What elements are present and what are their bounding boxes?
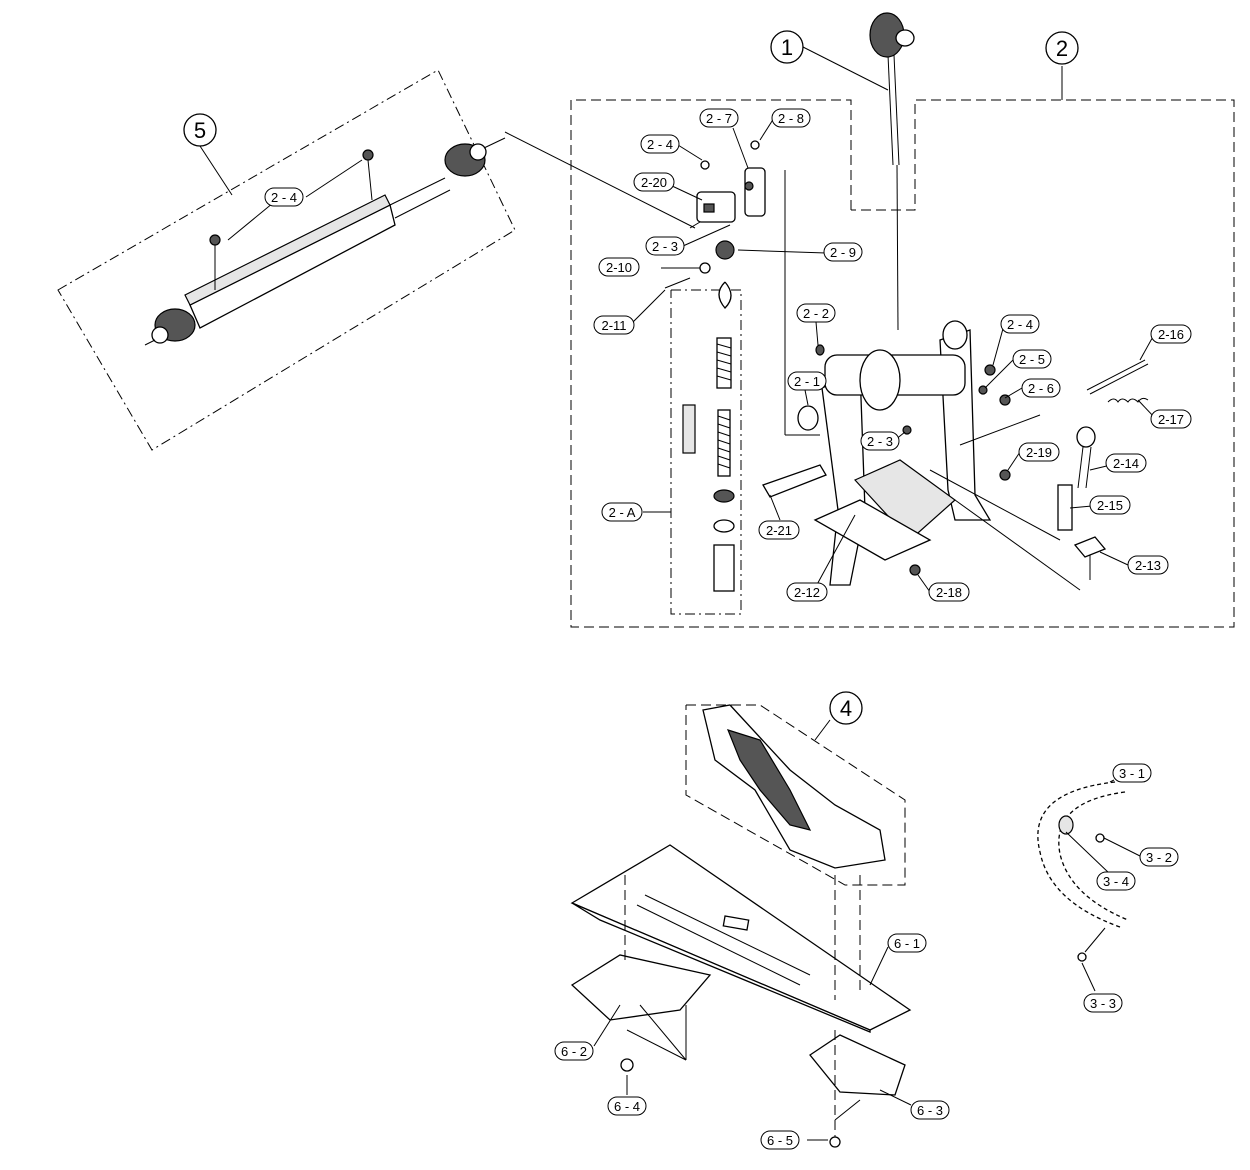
svg-text:2 - 8: 2 - 8	[778, 111, 804, 126]
pedal-frame	[762, 170, 1149, 591]
svg-text:2 - 4: 2 - 4	[647, 137, 673, 152]
svg-text:2-14: 2-14	[1113, 456, 1139, 471]
part-label-6-5: 6 - 5	[760, 1130, 800, 1150]
part-label-2-18: 2-18	[928, 582, 970, 602]
part-label-2-12: 2-12	[786, 582, 828, 602]
part-label-3-3: 3 - 3	[1083, 993, 1123, 1013]
svg-text:2-18: 2-18	[936, 585, 962, 600]
part-label-2-19: 2-19	[1018, 442, 1060, 462]
part-label-2-11: 2-11	[593, 315, 635, 335]
svg-text:2-15: 2-15	[1097, 498, 1123, 513]
part-label-2-13: 2-13	[1127, 555, 1169, 575]
svg-text:6 - 2: 6 - 2	[561, 1044, 587, 1059]
svg-text:2 - 7: 2 - 7	[706, 111, 732, 126]
svg-text:3 - 1: 3 - 1	[1119, 766, 1145, 781]
svg-text:2-12: 2-12	[794, 585, 820, 600]
svg-text:2-10: 2-10	[606, 260, 632, 275]
base-plates	[570, 844, 912, 1148]
svg-text:2 - 4: 2 - 4	[1007, 317, 1033, 332]
part-label-2-4-frame: 2 - 4	[1000, 314, 1040, 334]
svg-text:2 - 4: 2 - 4	[271, 190, 297, 205]
hub-and-spring-parts	[664, 140, 766, 592]
svg-text:3 - 4: 3 - 4	[1103, 874, 1129, 889]
part-label-2-3-top: 2 - 3	[645, 236, 685, 256]
part-label-2-1: 2 - 1	[787, 371, 827, 391]
svg-text:3 - 2: 3 - 2	[1146, 850, 1172, 865]
part-label-6-3: 6 - 3	[910, 1100, 950, 1120]
svg-text:2: 2	[1056, 36, 1068, 61]
part-label-2-21: 2-21	[758, 520, 800, 540]
part-label-6-2: 6 - 2	[554, 1041, 594, 1061]
part-label-2-20: 2-20	[633, 172, 675, 192]
svg-text:2-19: 2-19	[1026, 445, 1052, 460]
part-label-2-2: 2 - 2	[796, 303, 836, 323]
part-label-2-10: 2-10	[598, 257, 640, 277]
svg-text:2-13: 2-13	[1135, 558, 1161, 573]
group-number-1: 1	[770, 30, 804, 64]
part-label-6-1: 6 - 1	[887, 933, 927, 953]
group-number-2: 2	[1045, 31, 1079, 65]
part-label-3-4: 3 - 4	[1096, 871, 1136, 891]
svg-text:2 - 3: 2 - 3	[652, 239, 678, 254]
svg-text:4: 4	[840, 696, 852, 721]
svg-text:6 - 1: 6 - 1	[894, 936, 920, 951]
part-label-2-A: 2 - A	[601, 502, 643, 522]
svg-text:5: 5	[194, 118, 206, 143]
beater-part-1	[869, 12, 915, 331]
part-label-3-2: 3 - 2	[1139, 847, 1179, 867]
svg-text:2-17: 2-17	[1158, 412, 1184, 427]
svg-text:2 - 1: 2 - 1	[794, 374, 820, 389]
group-number-4: 4	[829, 691, 863, 725]
svg-text:3 - 3: 3 - 3	[1090, 996, 1116, 1011]
svg-text:2 - 2: 2 - 2	[803, 306, 829, 321]
part-label-2-5: 2 - 5	[1012, 349, 1052, 369]
group-number-5: 5	[183, 113, 217, 147]
group-2-outline	[570, 99, 1235, 628]
svg-text:2 - 9: 2 - 9	[830, 245, 856, 260]
svg-text:2 - 3: 2 - 3	[867, 434, 893, 449]
svg-text:2-11: 2-11	[601, 318, 626, 333]
svg-text:1: 1	[781, 35, 793, 60]
part-label-2-14: 2-14	[1105, 453, 1147, 473]
group-4-footboard	[685, 704, 906, 886]
part-label-3-1: 3 - 1	[1112, 763, 1152, 783]
svg-text:2-21: 2-21	[766, 523, 792, 538]
part-label-6-4: 6 - 4	[607, 1096, 647, 1116]
svg-text:2-16: 2-16	[1158, 327, 1184, 342]
svg-text:6 - 3: 6 - 3	[917, 1103, 943, 1118]
group-5-drive-shaft-assembly	[57, 69, 701, 451]
svg-text:2-20: 2-20	[641, 175, 667, 190]
part-label-2-17: 2-17	[1150, 409, 1192, 429]
part-label-2-6: 2 - 6	[1021, 378, 1061, 398]
svg-text:2 - 5: 2 - 5	[1019, 352, 1045, 367]
svg-text:2 - 6: 2 - 6	[1028, 381, 1054, 396]
svg-text:2 - A: 2 - A	[609, 505, 636, 520]
part-label-2-16: 2-16	[1150, 324, 1192, 344]
svg-text:6 - 5: 6 - 5	[767, 1133, 793, 1148]
part-label-2-15: 2-15	[1089, 495, 1131, 515]
svg-text:6 - 4: 6 - 4	[614, 1099, 640, 1114]
part-label-2-8: 2 - 8	[771, 108, 811, 128]
part-label-2-3-frame: 2 - 3	[860, 431, 900, 451]
part-label-2-9: 2 - 9	[823, 242, 863, 262]
part-label-2-4-hub: 2 - 4	[640, 134, 680, 154]
part-label-2-7: 2 - 7	[699, 108, 739, 128]
part-label-2-4-shaft: 2 - 4	[264, 187, 304, 207]
